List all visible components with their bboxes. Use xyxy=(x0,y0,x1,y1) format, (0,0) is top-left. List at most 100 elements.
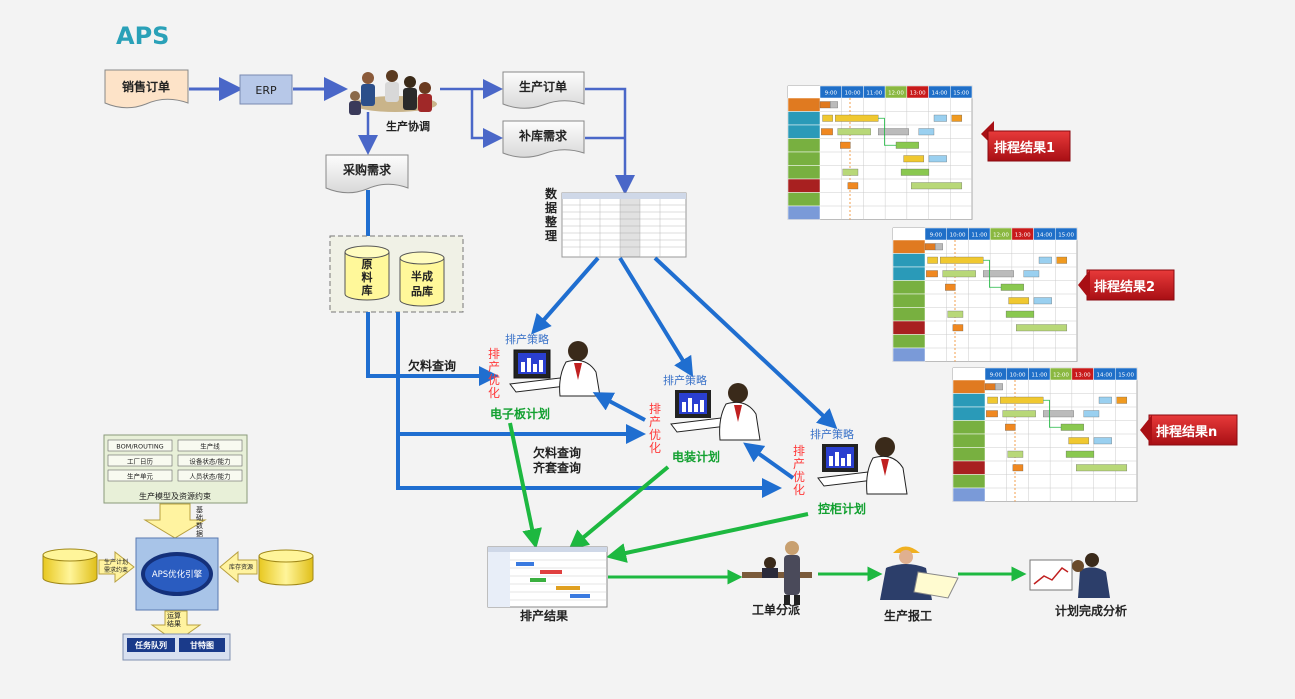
left-db xyxy=(42,548,98,585)
report-illustration xyxy=(880,546,959,600)
svg-text:生产订单: 生产订单 xyxy=(519,79,567,94)
gantt-time-label: 10:00 xyxy=(845,91,861,97)
gantt-time-label: 10:00 xyxy=(1010,373,1026,379)
gantt-bar xyxy=(840,141,851,149)
gantt-time-label: 9:00 xyxy=(990,373,1003,379)
gantt-bar xyxy=(829,101,838,109)
gantt-bar xyxy=(1002,410,1036,418)
shortage-query-label: 欠料查询 xyxy=(408,358,456,373)
gantt-bar xyxy=(837,128,871,136)
gantt-bar xyxy=(878,128,909,136)
gantt-bar xyxy=(1065,450,1095,458)
aps-engine-box: APS优化引擎 xyxy=(135,537,219,611)
svg-text:基础数据: 基础数据 xyxy=(196,505,203,538)
gantt-time-label: 13:00 xyxy=(910,91,926,97)
gantt-time-label: 11:00 xyxy=(971,233,987,239)
svg-text:采购需求: 采购需求 xyxy=(342,162,392,177)
constraint-cell xyxy=(107,454,173,467)
svg-text:排产策略: 排产策略 xyxy=(810,427,854,441)
data-cleanup-spreadsheet xyxy=(561,192,687,258)
gantt-bar xyxy=(1012,464,1024,472)
gantt-bar xyxy=(1038,256,1052,264)
gantt-bar xyxy=(895,141,919,149)
gantt-bar xyxy=(847,182,859,190)
constraint-label: BOM/ROUTING xyxy=(116,443,163,451)
replenishment-doc: 补库需求 xyxy=(502,120,585,158)
input-arrow xyxy=(143,503,207,539)
gantt-bar xyxy=(1000,396,1044,404)
gantt-time-label: 13:00 xyxy=(1015,233,1031,239)
gantt-time-label: 10:00 xyxy=(950,233,966,239)
gantt-bar xyxy=(926,270,938,278)
svg-text:补库需求: 补库需求 xyxy=(518,128,568,143)
gantt-bar xyxy=(945,283,956,291)
gantt-bar xyxy=(984,383,996,391)
gantt-bar xyxy=(1000,283,1024,291)
gantt-time-label: 9:00 xyxy=(825,91,838,97)
gantt-bar xyxy=(822,114,833,122)
page-title: APS xyxy=(116,22,169,50)
gantt-bar xyxy=(927,256,938,264)
gantt-time-label: 12:00 xyxy=(1053,373,1069,379)
gantt-bar xyxy=(911,182,963,190)
gantt-bar xyxy=(1016,324,1068,332)
gantt-bar xyxy=(1033,297,1052,305)
constraint-cell xyxy=(107,469,173,482)
svg-text:排程结果2: 排程结果2 xyxy=(1094,279,1155,295)
schedule-result-screenshot xyxy=(487,546,608,608)
gantt-bar xyxy=(987,396,998,404)
gantt-bar xyxy=(903,155,925,163)
gantt-bar xyxy=(1008,297,1030,305)
svg-text:排程结果1: 排程结果1 xyxy=(994,140,1055,156)
gantt-time-label: 9:00 xyxy=(930,233,943,239)
gantt-bar xyxy=(1005,423,1016,431)
gantt-bar xyxy=(1093,437,1112,445)
gantt-bar xyxy=(942,270,976,278)
svg-text:排产策略: 排产策略 xyxy=(505,332,549,346)
constraint-cell xyxy=(177,469,243,482)
constraint-cell xyxy=(177,439,243,452)
gantt-time-label: 14:00 xyxy=(931,91,947,97)
gantt-bar xyxy=(821,128,833,136)
svg-text:运算结果: 运算结果 xyxy=(167,611,181,628)
planner-assembly: 排产策略 排产优化 电装计划 xyxy=(649,373,761,464)
data-cleanup-label: 数据整理 xyxy=(544,186,558,243)
gantt-time-label: 14:00 xyxy=(1096,373,1112,379)
gantt-bar xyxy=(1043,410,1074,418)
raw-material-db: 原料库 xyxy=(344,245,390,301)
constraint-cell xyxy=(107,439,173,452)
gantt-bar xyxy=(819,101,831,109)
coordination-meeting-illustration xyxy=(349,70,437,115)
constraint-label: 生产线 xyxy=(200,442,220,451)
coordination-label: 生产协调 xyxy=(386,119,430,133)
gantt-bar xyxy=(947,310,964,318)
right-db xyxy=(258,549,314,586)
svg-text:ERP: ERP xyxy=(255,84,277,97)
dispatch-illustration xyxy=(742,541,812,605)
svg-text:控柜计划: 控柜计划 xyxy=(818,501,866,516)
analysis-illustration xyxy=(1029,553,1110,598)
sales-order-doc: 销售订单 xyxy=(104,69,189,109)
gantt-bar xyxy=(1005,310,1035,318)
gantt-bar xyxy=(900,168,930,176)
purchase-demand-doc: 采购需求 xyxy=(325,154,409,194)
callout-result-2: 排程结果2 xyxy=(1078,269,1175,301)
constraint-label: 生产单元 xyxy=(127,472,154,481)
erp-box: ERP xyxy=(239,74,293,105)
planner-electronics: 排产策略 排产优化 电子板计划 xyxy=(488,332,601,421)
gantt-bar xyxy=(994,383,1003,391)
svg-text:APS优化引擎: APS优化引擎 xyxy=(152,569,203,580)
svg-text:任务队列: 任务队列 xyxy=(134,640,167,650)
output-panel: 任务队列 甘特图 xyxy=(122,633,231,661)
callout-result-1: 排程结果1 xyxy=(981,121,1071,162)
semi-finished-db: 半成品库 xyxy=(399,251,445,307)
shortage-kit-query-2: 齐套查询 xyxy=(533,460,581,475)
gantt-bar xyxy=(928,155,947,163)
planner-cabinet: 排产策略 排产优化 控柜计划 xyxy=(793,427,908,516)
gantt-bar xyxy=(951,114,963,122)
gantt-time-label: 15:00 xyxy=(1058,233,1074,239)
gantt-bar xyxy=(940,256,984,264)
